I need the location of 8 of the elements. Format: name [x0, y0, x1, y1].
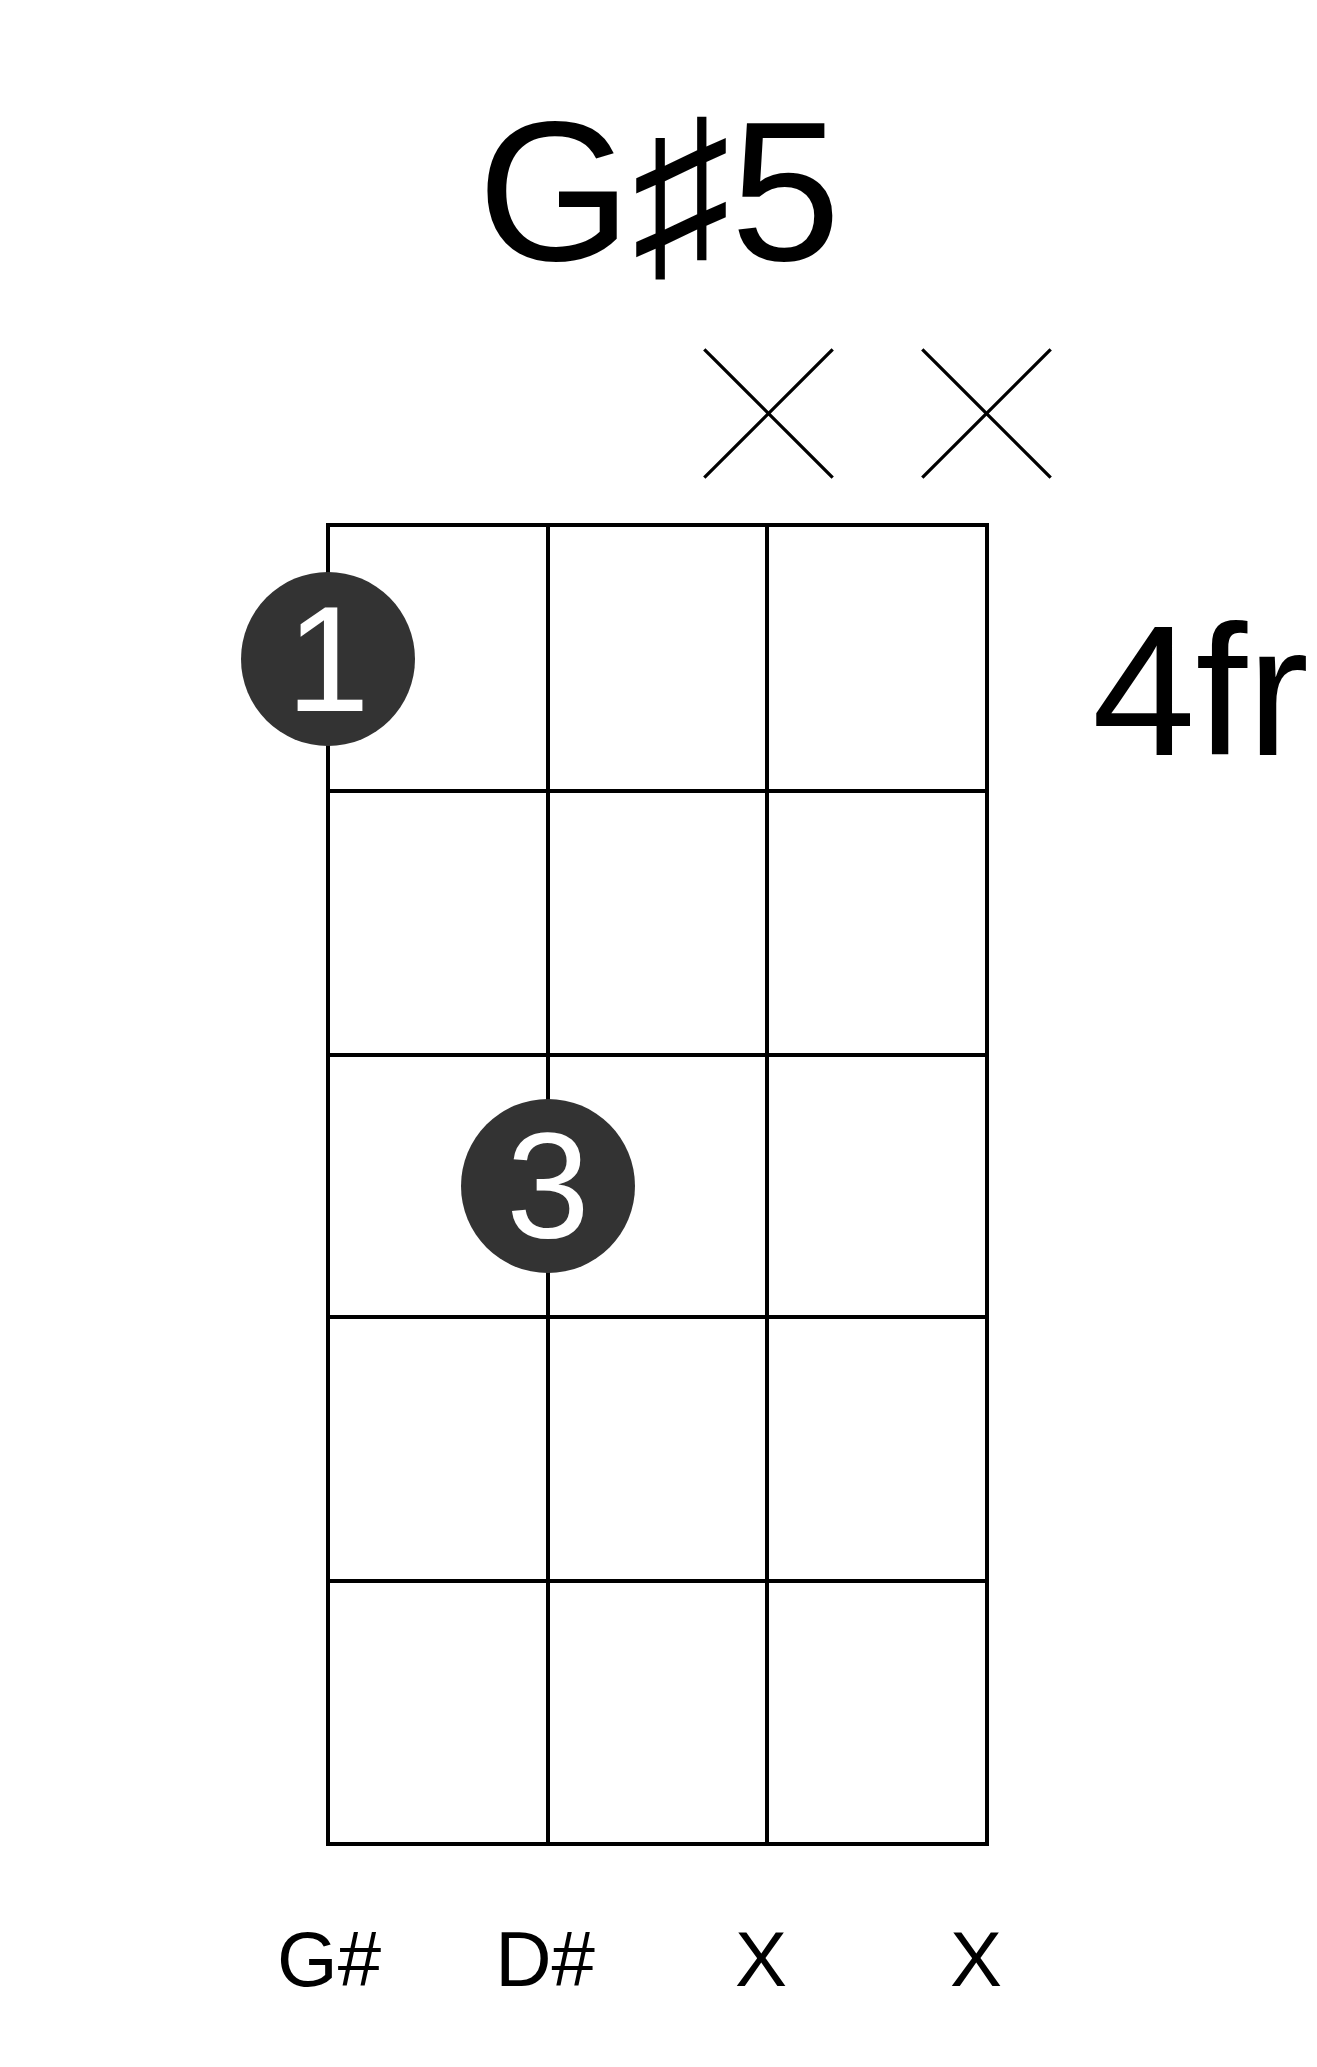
- fret-number: 4fr: [1092, 598, 1310, 784]
- finger-dot: 1: [241, 572, 415, 746]
- string-note-label: G#: [276, 1920, 382, 1998]
- chord-name: G♯5: [477, 93, 841, 291]
- string-note-label: D#: [495, 1920, 595, 1998]
- string-note-label: X: [735, 1920, 787, 1998]
- string-note-label: X: [950, 1920, 1002, 1998]
- finger-dot: 3: [461, 1099, 635, 1273]
